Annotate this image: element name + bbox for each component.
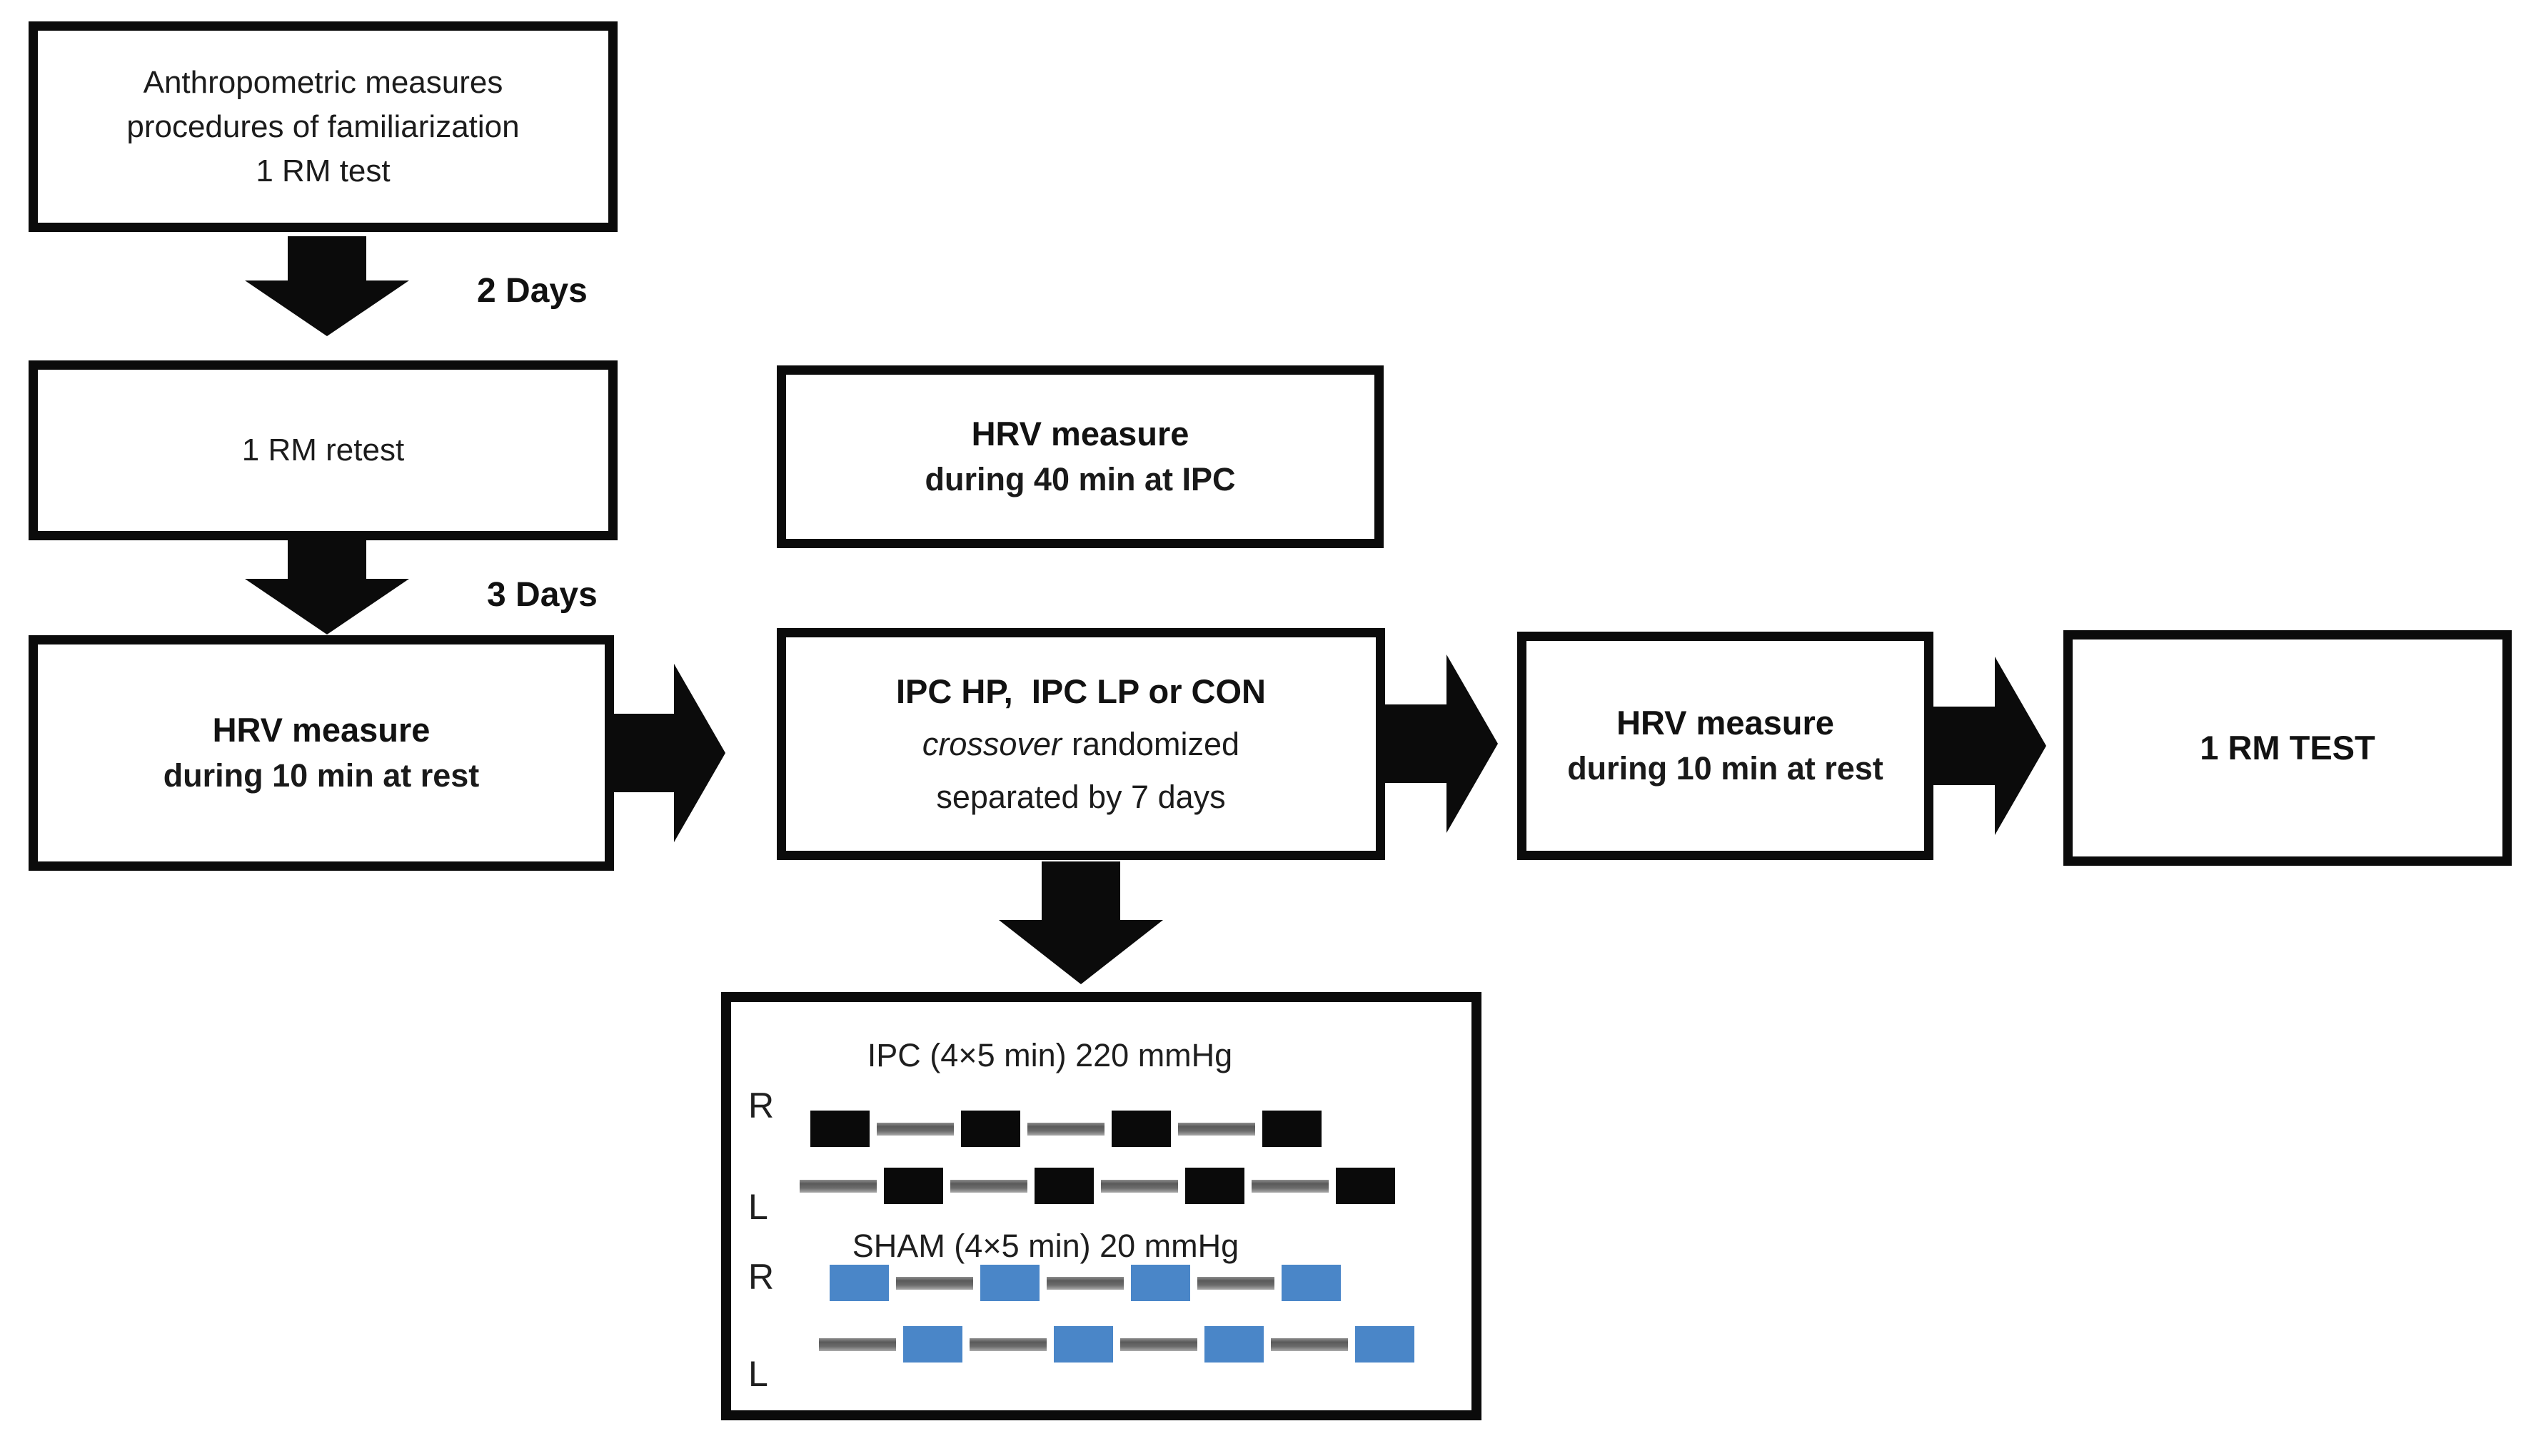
sham-protocol-title: SHAM (4×5 min) 20 mmHg [852,1228,1239,1264]
right-arrow-icon [611,664,725,842]
right-arrow-icon [1384,654,1498,833]
crossover-italic-text: crossover [922,725,1062,762]
cuff-inflation-block [810,1111,870,1147]
rest-interval-bar [1027,1122,1105,1136]
cuff-inflation-block [1336,1168,1395,1204]
cuff-inflation-block [1355,1326,1414,1363]
cuff-inflation-block [1054,1326,1113,1363]
rest-interval-bar [1120,1338,1197,1351]
box-final-rm-test: 1 RM TEST [2063,630,2512,866]
rest-interval-bar [1271,1338,1348,1351]
down-arrow-icon [245,540,409,635]
hrv-pre-subtitle: during 10 min at rest [163,757,480,794]
hrv-post-subtitle: during 10 min at rest [1567,750,1883,787]
rest-interval-bar [1101,1179,1178,1193]
rest-interval-bar [1197,1276,1274,1290]
ipc-right-leg-track [810,1111,1322,1147]
intervention-title: IPC HP, IPC LP or CON [896,672,1266,710]
box-rm-retest: 1 RM retest [29,360,618,540]
final-rm-test-label: 1 RM TEST [2200,729,2375,767]
baseline-line-3: 1 RM test [256,153,391,188]
cuff-inflation-block [961,1111,1020,1147]
cuff-inflation-block [1185,1168,1244,1204]
rest-interval-bar [800,1179,877,1193]
box-hrv-post: HRV measure during 10 min at rest [1517,632,1933,860]
sham-left-leg-track [819,1326,1414,1363]
box-hrv-during-ipc: HRV measure during 40 min at IPC [777,365,1384,548]
hrv-ipc-subtitle: during 40 min at IPC [925,461,1236,497]
cuff-inflation-block [980,1265,1040,1301]
rest-interval-bar [1178,1122,1255,1136]
rest-interval-bar [896,1276,973,1290]
cuff-inflation-block [903,1326,962,1363]
rest-interval-bar [950,1179,1027,1193]
rest-interval-bar [970,1338,1047,1351]
intervention-line-2: crossover randomized [922,718,1239,771]
sham-left-leg-label: L [748,1354,768,1394]
box-baseline: Anthropometric measures procedures of fa… [29,21,618,232]
rest-interval-bar [1047,1276,1124,1290]
cuff-inflation-block [1131,1265,1190,1301]
box-intervention: IPC HP, IPC LP or CON crossover randomiz… [777,628,1385,860]
rest-interval-bar [1252,1179,1329,1193]
box-cuff-protocol: IPC (4×5 min) 220 mmHg R L SHAM (4×5 min… [721,992,1481,1420]
hrv-ipc-title: HRV measure [971,415,1189,453]
ipc-protocol-title: IPC (4×5 min) 220 mmHg [867,1037,1233,1073]
cuff-inflation-block [1204,1326,1264,1363]
sham-right-leg-track [830,1265,1341,1301]
interval-label-2-days: 2 Days [477,272,588,310]
hrv-pre-title: HRV measure [212,711,431,749]
hrv-post-title: HRV measure [1616,704,1834,742]
sham-right-leg-label: R [748,1257,775,1297]
ipc-left-leg-track [800,1168,1395,1204]
baseline-line-2: procedures of familiarization [126,108,520,144]
rest-interval-bar [877,1122,954,1136]
cuff-inflation-block [1262,1111,1322,1147]
box-hrv-pre: HRV measure during 10 min at rest [29,635,614,871]
right-arrow-icon [1932,657,2046,835]
intervention-line-3: separated by 7 days [936,778,1226,815]
cuff-inflation-block [830,1265,889,1301]
interval-label-3-days: 3 Days [487,576,598,614]
ipc-right-leg-label: R [748,1086,775,1126]
rm-retest-label: 1 RM retest [241,433,405,467]
rest-interval-bar [819,1338,896,1351]
down-arrow-icon [999,861,1163,984]
cuff-inflation-block [884,1168,943,1204]
baseline-line-1: Anthropometric measures [143,64,503,100]
cuff-inflation-block [1035,1168,1094,1204]
cuff-inflation-block [1282,1265,1341,1301]
randomized-text: randomized [1071,725,1240,762]
ipc-left-leg-label: L [748,1187,768,1227]
cuff-inflation-block [1112,1111,1171,1147]
down-arrow-icon [245,236,409,336]
